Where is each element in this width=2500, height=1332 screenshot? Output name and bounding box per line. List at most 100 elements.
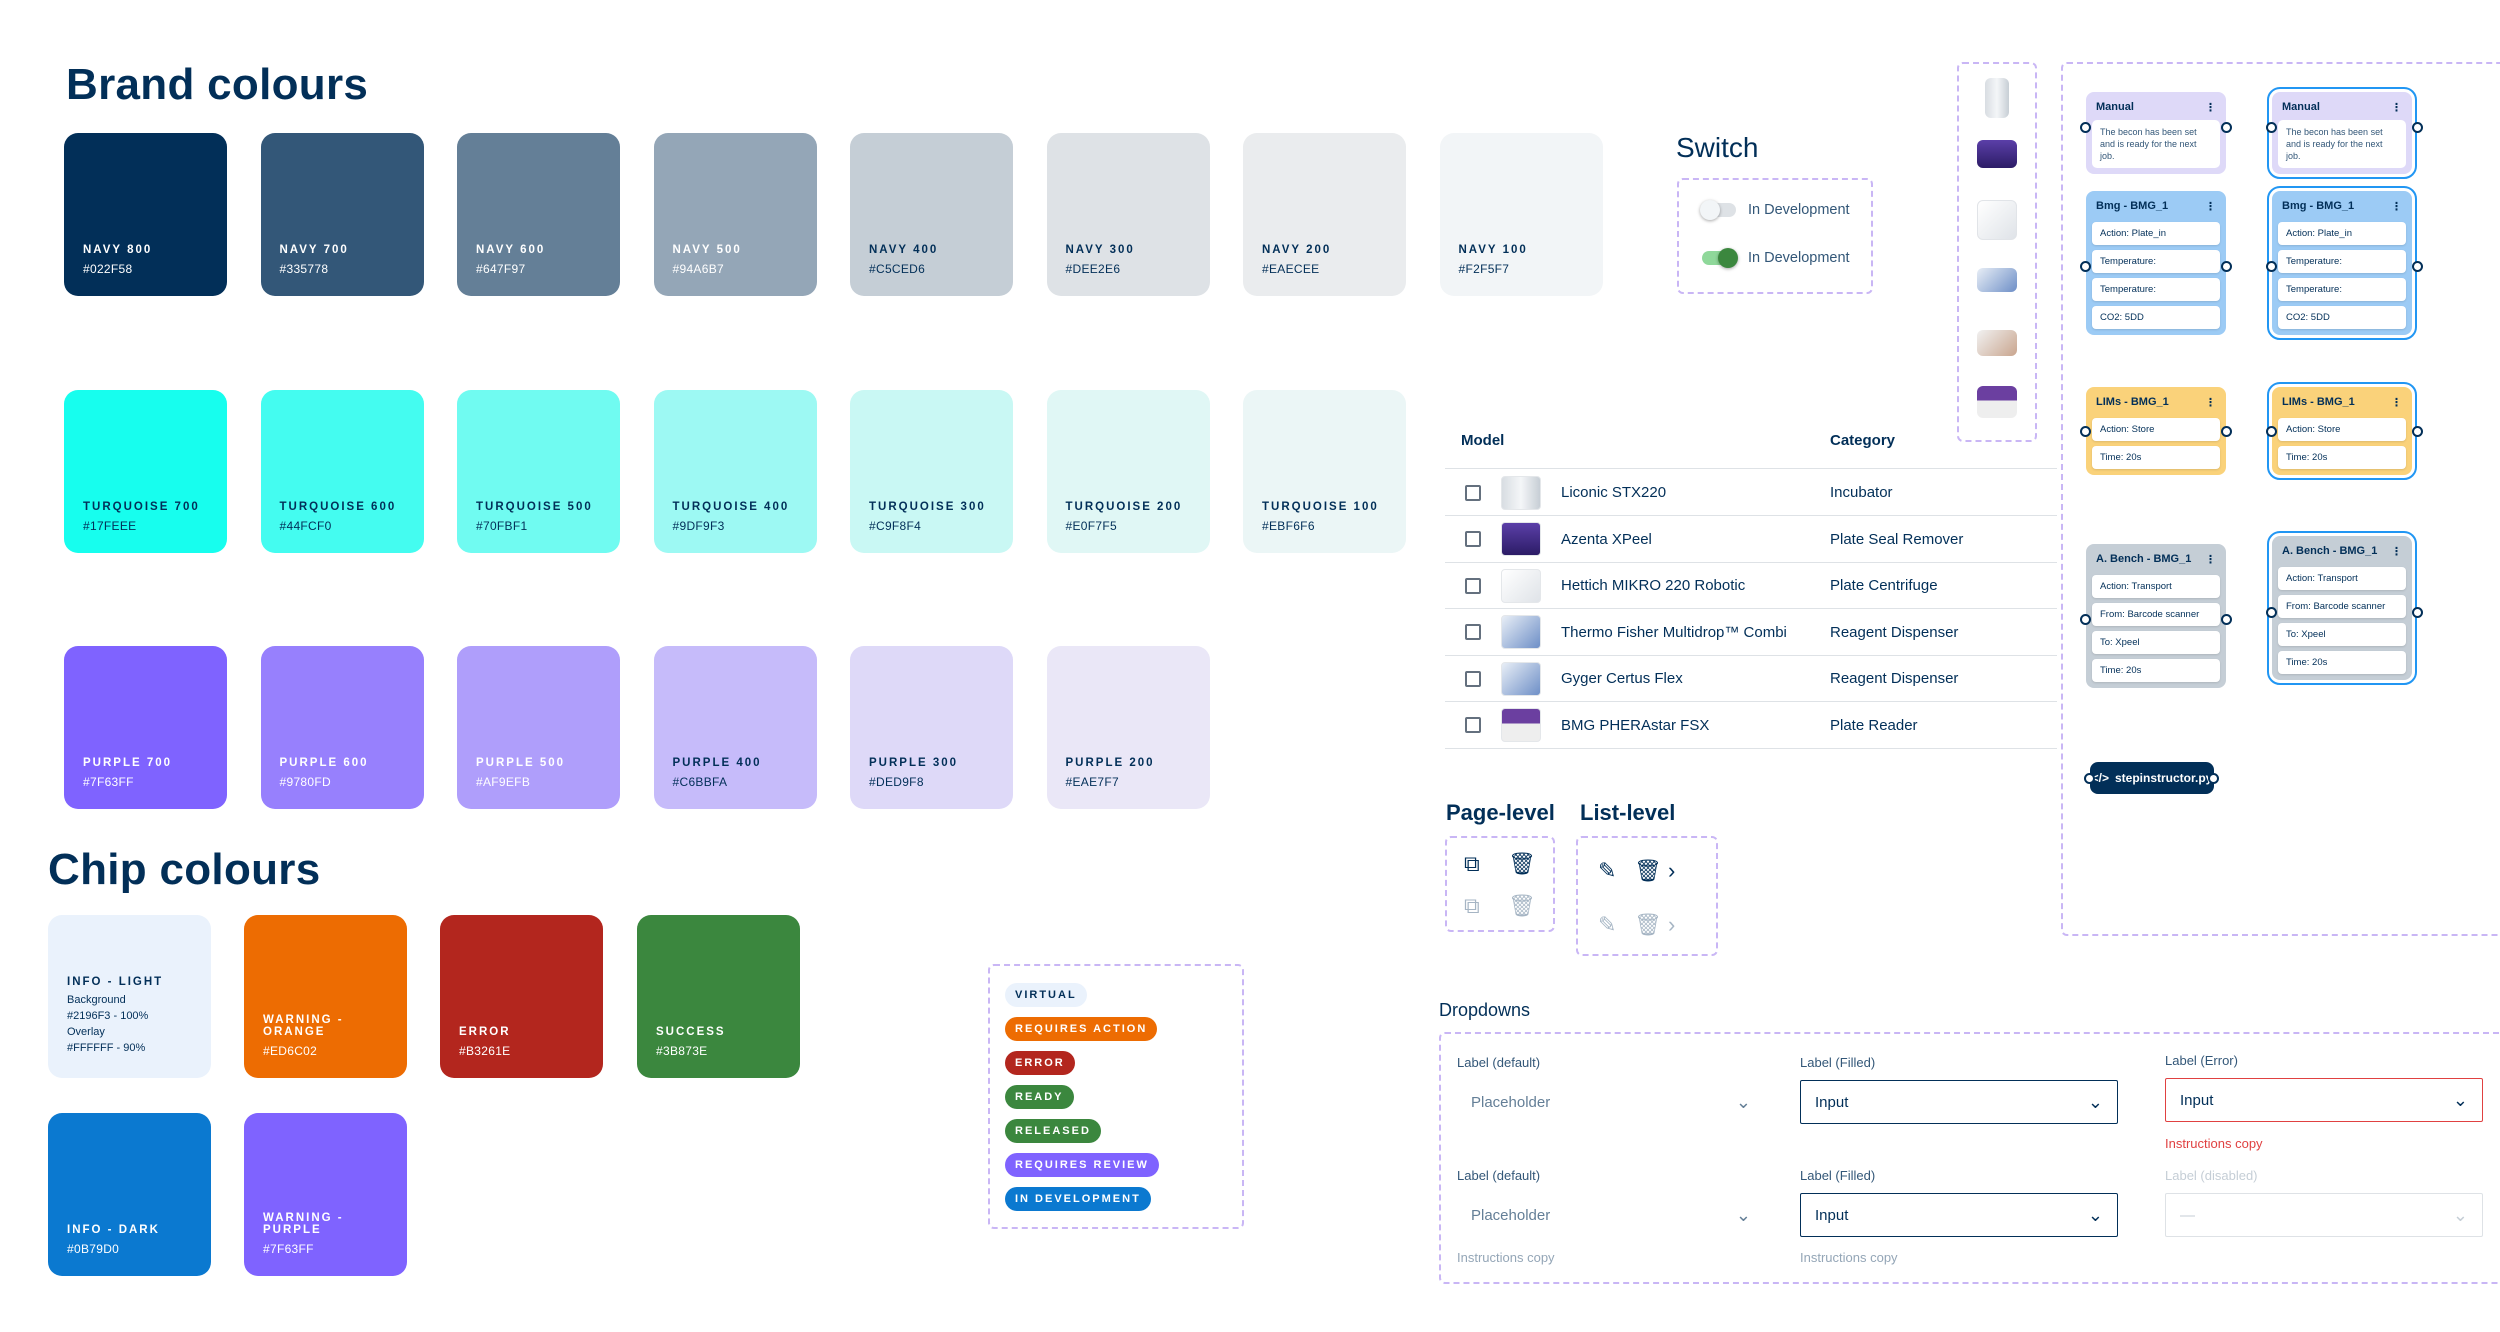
table-header-category: Category: [1830, 432, 1896, 449]
plate-seal-remover-image: [1977, 140, 2017, 168]
swatch-hex: #F2F5F7: [1458, 262, 1510, 276]
connector-port[interactable]: [2221, 614, 2232, 625]
list-delete-icon[interactable]: 🗑: [1634, 858, 1662, 883]
brand-swatch: NAVY 600#647F97: [457, 133, 620, 296]
dropdown-error[interactable]: Input ⌄: [2165, 1078, 2483, 1122]
incubator-image: [1985, 78, 2009, 118]
connector-port[interactable]: [2266, 426, 2277, 437]
row-checkbox[interactable]: [1465, 670, 1481, 687]
switch-group: [1677, 178, 1873, 294]
swatch-hex: #C5CED6: [869, 262, 926, 276]
page-level-title: Page-level: [1446, 800, 1555, 825]
cell-model: Liconic STX220: [1561, 484, 1667, 501]
connector-port[interactable]: [2084, 773, 2095, 784]
bmg-card[interactable]: Bmg - BMG_1⋮ Action: Plate_in Temperatur…: [2086, 191, 2226, 335]
bmg-card-selected[interactable]: Bmg - BMG_1⋮ Action: Plate_in Temperatur…: [2267, 186, 2417, 340]
switch-off-label: In Development: [1748, 202, 1850, 218]
row-checkbox[interactable]: [1465, 717, 1481, 733]
connector-port[interactable]: [2080, 261, 2091, 272]
swatch-name: NAVY 500: [672, 244, 742, 256]
switch-on-row[interactable]: In Development: [1702, 248, 1850, 268]
connector-port[interactable]: [2208, 773, 2219, 784]
chip-colour-swatch: WARNING - PURPLE#7F63FF: [244, 1113, 407, 1276]
dropdown-filled-with-help[interactable]: Input ⌄: [1800, 1193, 2118, 1237]
more-icon[interactable]: ⋮: [2391, 545, 2402, 558]
delete-icon[interactable]: 🗑: [1508, 851, 1536, 876]
more-icon[interactable]: ⋮: [2391, 396, 2402, 409]
dropdown-default[interactable]: Placeholder ⌄: [1457, 1080, 1765, 1124]
swatch-name: PURPLE 400: [672, 757, 762, 769]
cell-category: Incubator: [1830, 484, 1893, 501]
more-icon[interactable]: ⋮: [2391, 101, 2402, 114]
table-row[interactable]: Liconic STX220 Incubator: [1445, 470, 2057, 516]
card-field: CO2: 5DD: [2092, 306, 2220, 329]
cell-model: Gyger Certus Flex: [1561, 670, 1683, 687]
connector-port[interactable]: [2221, 122, 2232, 133]
toggle-switch-off[interactable]: [1700, 200, 1736, 220]
connector-port[interactable]: [2080, 614, 2091, 625]
stepinstructor-file-button[interactable]: </> stepinstructor.py: [2090, 762, 2214, 794]
manual-card-selected[interactable]: Manual⋮ The becon has been set and is re…: [2267, 87, 2417, 179]
edit-icon[interactable]: ✎: [1598, 858, 1617, 883]
cell-model: Thermo Fisher Multidrop™ Combi: [1561, 623, 1787, 641]
switch-off-row[interactable]: In Development: [1700, 200, 1850, 220]
row-checkbox[interactable]: [1465, 624, 1481, 640]
card-field: Temperature:: [2278, 278, 2406, 301]
chevron-right-icon[interactable]: ›: [1668, 858, 1676, 883]
connector-port[interactable]: [2412, 607, 2423, 618]
manual-card[interactable]: Manual⋮ The becon has been set and is re…: [2086, 92, 2226, 174]
connector-port[interactable]: [2266, 607, 2277, 618]
status-chip: RELEASED: [1005, 1119, 1101, 1143]
more-icon[interactable]: ⋮: [2391, 200, 2402, 213]
dropdown-filled[interactable]: Input ⌄: [1800, 1080, 2118, 1124]
dispenser-icon: [1501, 661, 1541, 696]
bench-card-selected[interactable]: A. Bench - BMG_1⋮ Action: Transport From…: [2267, 531, 2417, 685]
connector-port[interactable]: [2266, 261, 2277, 272]
connector-port[interactable]: [2221, 426, 2232, 437]
copy-icon[interactable]: ⧉: [1464, 851, 1480, 876]
swatch-hex: #C9F8F4: [869, 519, 922, 533]
brand-swatch: TURQUOISE 200#E0F7F5: [1046, 390, 1210, 553]
connector-port[interactable]: [2080, 426, 2091, 437]
brand-swatch: TURQUOISE 100#EBF6F6: [1243, 390, 1406, 553]
bench-card[interactable]: A. Bench - BMG_1⋮ Action: Transport From…: [2086, 544, 2226, 688]
brand-swatch: NAVY 400#C5CED6: [850, 133, 1013, 296]
connector-port[interactable]: [2080, 122, 2091, 133]
lims-card[interactable]: LIMs - BMG_1⋮ Action: Store Time: 20s: [2086, 387, 2226, 475]
dropdown-label: Label (disabled): [2165, 1168, 2258, 1183]
dropdown-value: —: [2180, 1206, 2195, 1224]
more-icon[interactable]: ⋮: [2205, 101, 2216, 114]
toggle-switch-on[interactable]: [1702, 248, 1738, 268]
more-icon[interactable]: ⋮: [2205, 553, 2216, 566]
connector-port[interactable]: [2266, 122, 2277, 133]
lims-card-selected[interactable]: LIMs - BMG_1⋮ Action: Store Time: 20s: [2267, 382, 2417, 480]
swatch-note: Background: [67, 994, 126, 1006]
status-chip: REQUIRES REVIEW: [1005, 1153, 1159, 1177]
connector-port[interactable]: [2221, 261, 2232, 272]
cell-category: Plate Centrifuge: [1830, 577, 1938, 594]
connector-port[interactable]: [2412, 122, 2423, 133]
card-title: Manual: [2282, 101, 2320, 113]
more-icon[interactable]: ⋮: [2205, 396, 2216, 409]
more-icon[interactable]: ⋮: [2205, 200, 2216, 213]
row-checkbox[interactable]: [1465, 484, 1481, 501]
list-level-title: List-level: [1580, 800, 1676, 825]
card-title: LIMs - BMG_1: [2096, 396, 2169, 408]
swatch-name: TURQUOISE 200: [1065, 501, 1183, 513]
chevron-down-icon: ⌄: [1735, 1091, 1751, 1112]
card-field: Action: Transport: [2278, 567, 2406, 590]
row-checkbox[interactable]: [1465, 577, 1481, 594]
status-chip: ERROR: [1005, 1051, 1075, 1075]
row-checkbox[interactable]: [1465, 531, 1481, 547]
card-field: Action: Plate_in: [2278, 222, 2406, 245]
brand-swatch: TURQUOISE 500#70FBF1: [457, 390, 620, 553]
connector-port[interactable]: [2412, 261, 2423, 272]
dropdown-default-with-help[interactable]: Placeholder ⌄: [1457, 1193, 1765, 1237]
connector-port[interactable]: [2412, 426, 2423, 437]
code-icon: </>: [2091, 771, 2109, 785]
